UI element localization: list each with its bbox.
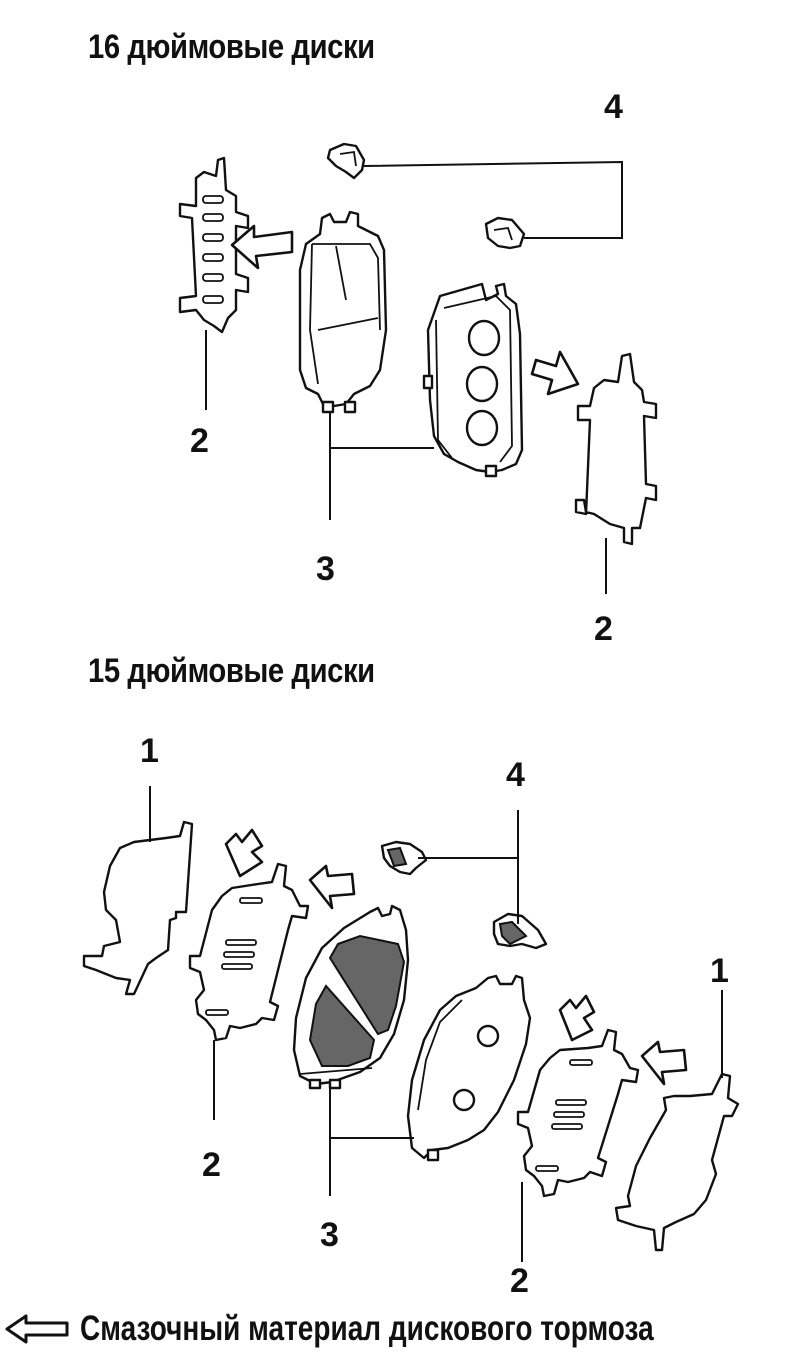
section-15-parts: 1 4 1 2 3 2 [82, 732, 740, 1300]
lubricant-arrow-icon [224, 828, 264, 878]
anti-squeal-shim-left [188, 862, 310, 1042]
inner-anti-squeal-plate-left [82, 820, 194, 996]
leader-lines-15 [149, 786, 723, 1262]
callout-clips: 4 [604, 88, 623, 126]
legend-text: Смазочный материал дискового тормоза [80, 1309, 654, 1348]
callout-plate-left: 1 [140, 732, 159, 770]
brake-pad-inner [298, 210, 388, 414]
callout-shim-right: 2 [510, 1262, 529, 1300]
callout-pads: 3 [320, 1216, 339, 1254]
brake-pad-inner [292, 904, 410, 1090]
lubricant-arrow-icon [640, 1040, 688, 1086]
title-16-inch: 16 дюймовые диски [88, 28, 375, 66]
anti-squeal-shim-left [178, 156, 250, 334]
anti-squeal-shim-right [574, 352, 658, 546]
lubricant-arrow-icon [230, 224, 294, 270]
callout-shim-right: 2 [594, 610, 613, 648]
pad-support-clip-lower [484, 216, 526, 250]
pad-support-clip-lower [492, 912, 548, 950]
brake-pad-outer [406, 974, 532, 1162]
lubricant-arrow-icon [558, 994, 596, 1042]
hollow-left-arrow-icon [5, 1314, 69, 1344]
callout-shim-left: 2 [190, 422, 209, 460]
inner-anti-squeal-plate-right [614, 1072, 740, 1252]
brake-pad-outer [422, 282, 524, 478]
callout-clips: 4 [506, 756, 525, 794]
title-15-inch: 15 дюймовые диски [88, 652, 375, 690]
legend: Смазочный материал дискового тормоза [4, 1304, 797, 1354]
leader-lines-16 [205, 160, 623, 594]
lubricant-arrow-icon [308, 864, 356, 910]
lubricant-arrow-icon [530, 350, 580, 396]
pad-support-clip-upper [326, 142, 366, 180]
callout-pads: 3 [316, 550, 335, 588]
callout-shim-left: 2 [202, 1146, 221, 1184]
anti-squeal-shim-right [516, 1028, 640, 1198]
pad-support-clip-upper [380, 840, 428, 876]
callout-plate-right: 1 [710, 952, 729, 990]
section-16-parts: 4 2 3 2 [178, 88, 658, 648]
